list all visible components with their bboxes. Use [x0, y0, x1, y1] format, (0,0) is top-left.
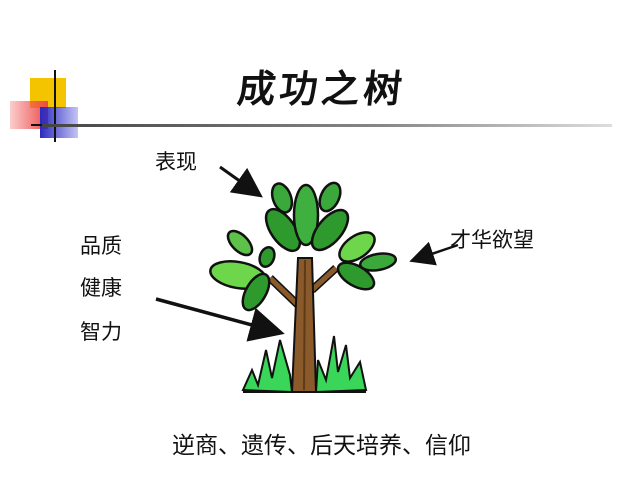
title-underline: [42, 124, 612, 127]
deco-vertical-line: [54, 70, 56, 142]
grass-icon: [241, 335, 368, 394]
label-talent-desire: 才华欲望: [450, 228, 534, 252]
label-performance: 表现: [155, 150, 197, 174]
foundation-text: 逆商、遗传、后天培养、信仰: [172, 433, 471, 459]
deco-horizontal-line: [31, 124, 51, 126]
label-quality: 品质: [80, 234, 122, 258]
branch-icon: [267, 265, 339, 308]
trunk-icon: [290, 257, 318, 393]
deco-blue-square: [40, 107, 78, 138]
arrow-icon: [155, 165, 459, 342]
label-health: 健康: [80, 276, 122, 300]
leaf-icon: [209, 181, 398, 312]
label-intelligence: 智力: [80, 320, 122, 344]
